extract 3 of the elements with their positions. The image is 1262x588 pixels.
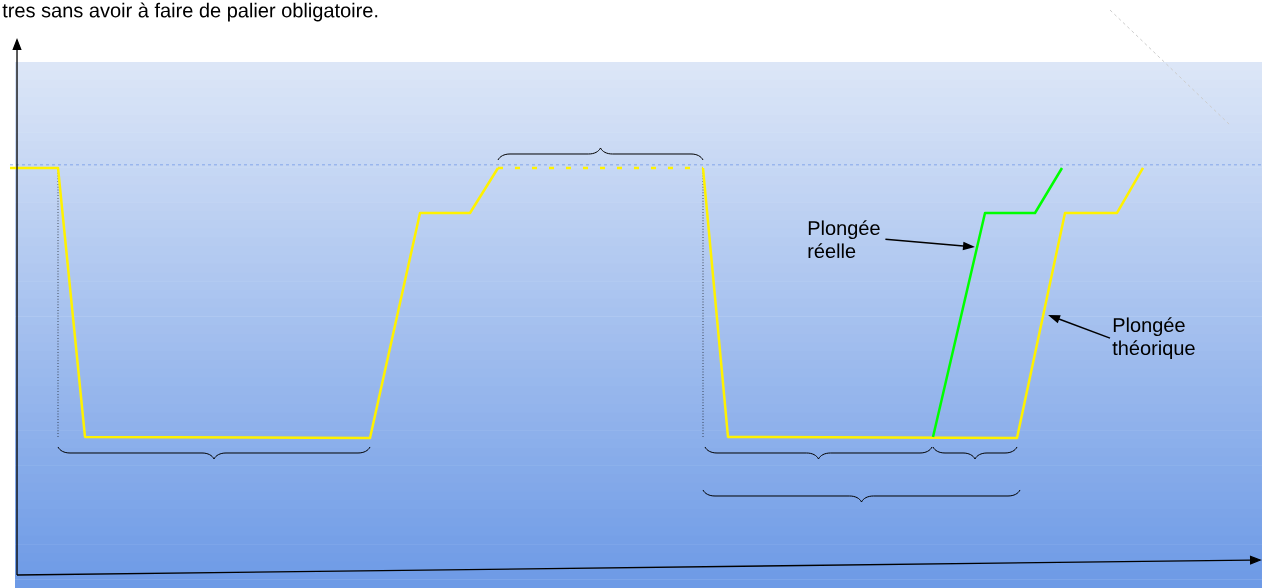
callout-text: Plongée théorique — [1112, 317, 1195, 360]
note-text: tres sans avoir à faire de palier obligatoire. — [2, 2, 378, 22]
callout-text: Plongée réelle — [808, 220, 880, 259]
